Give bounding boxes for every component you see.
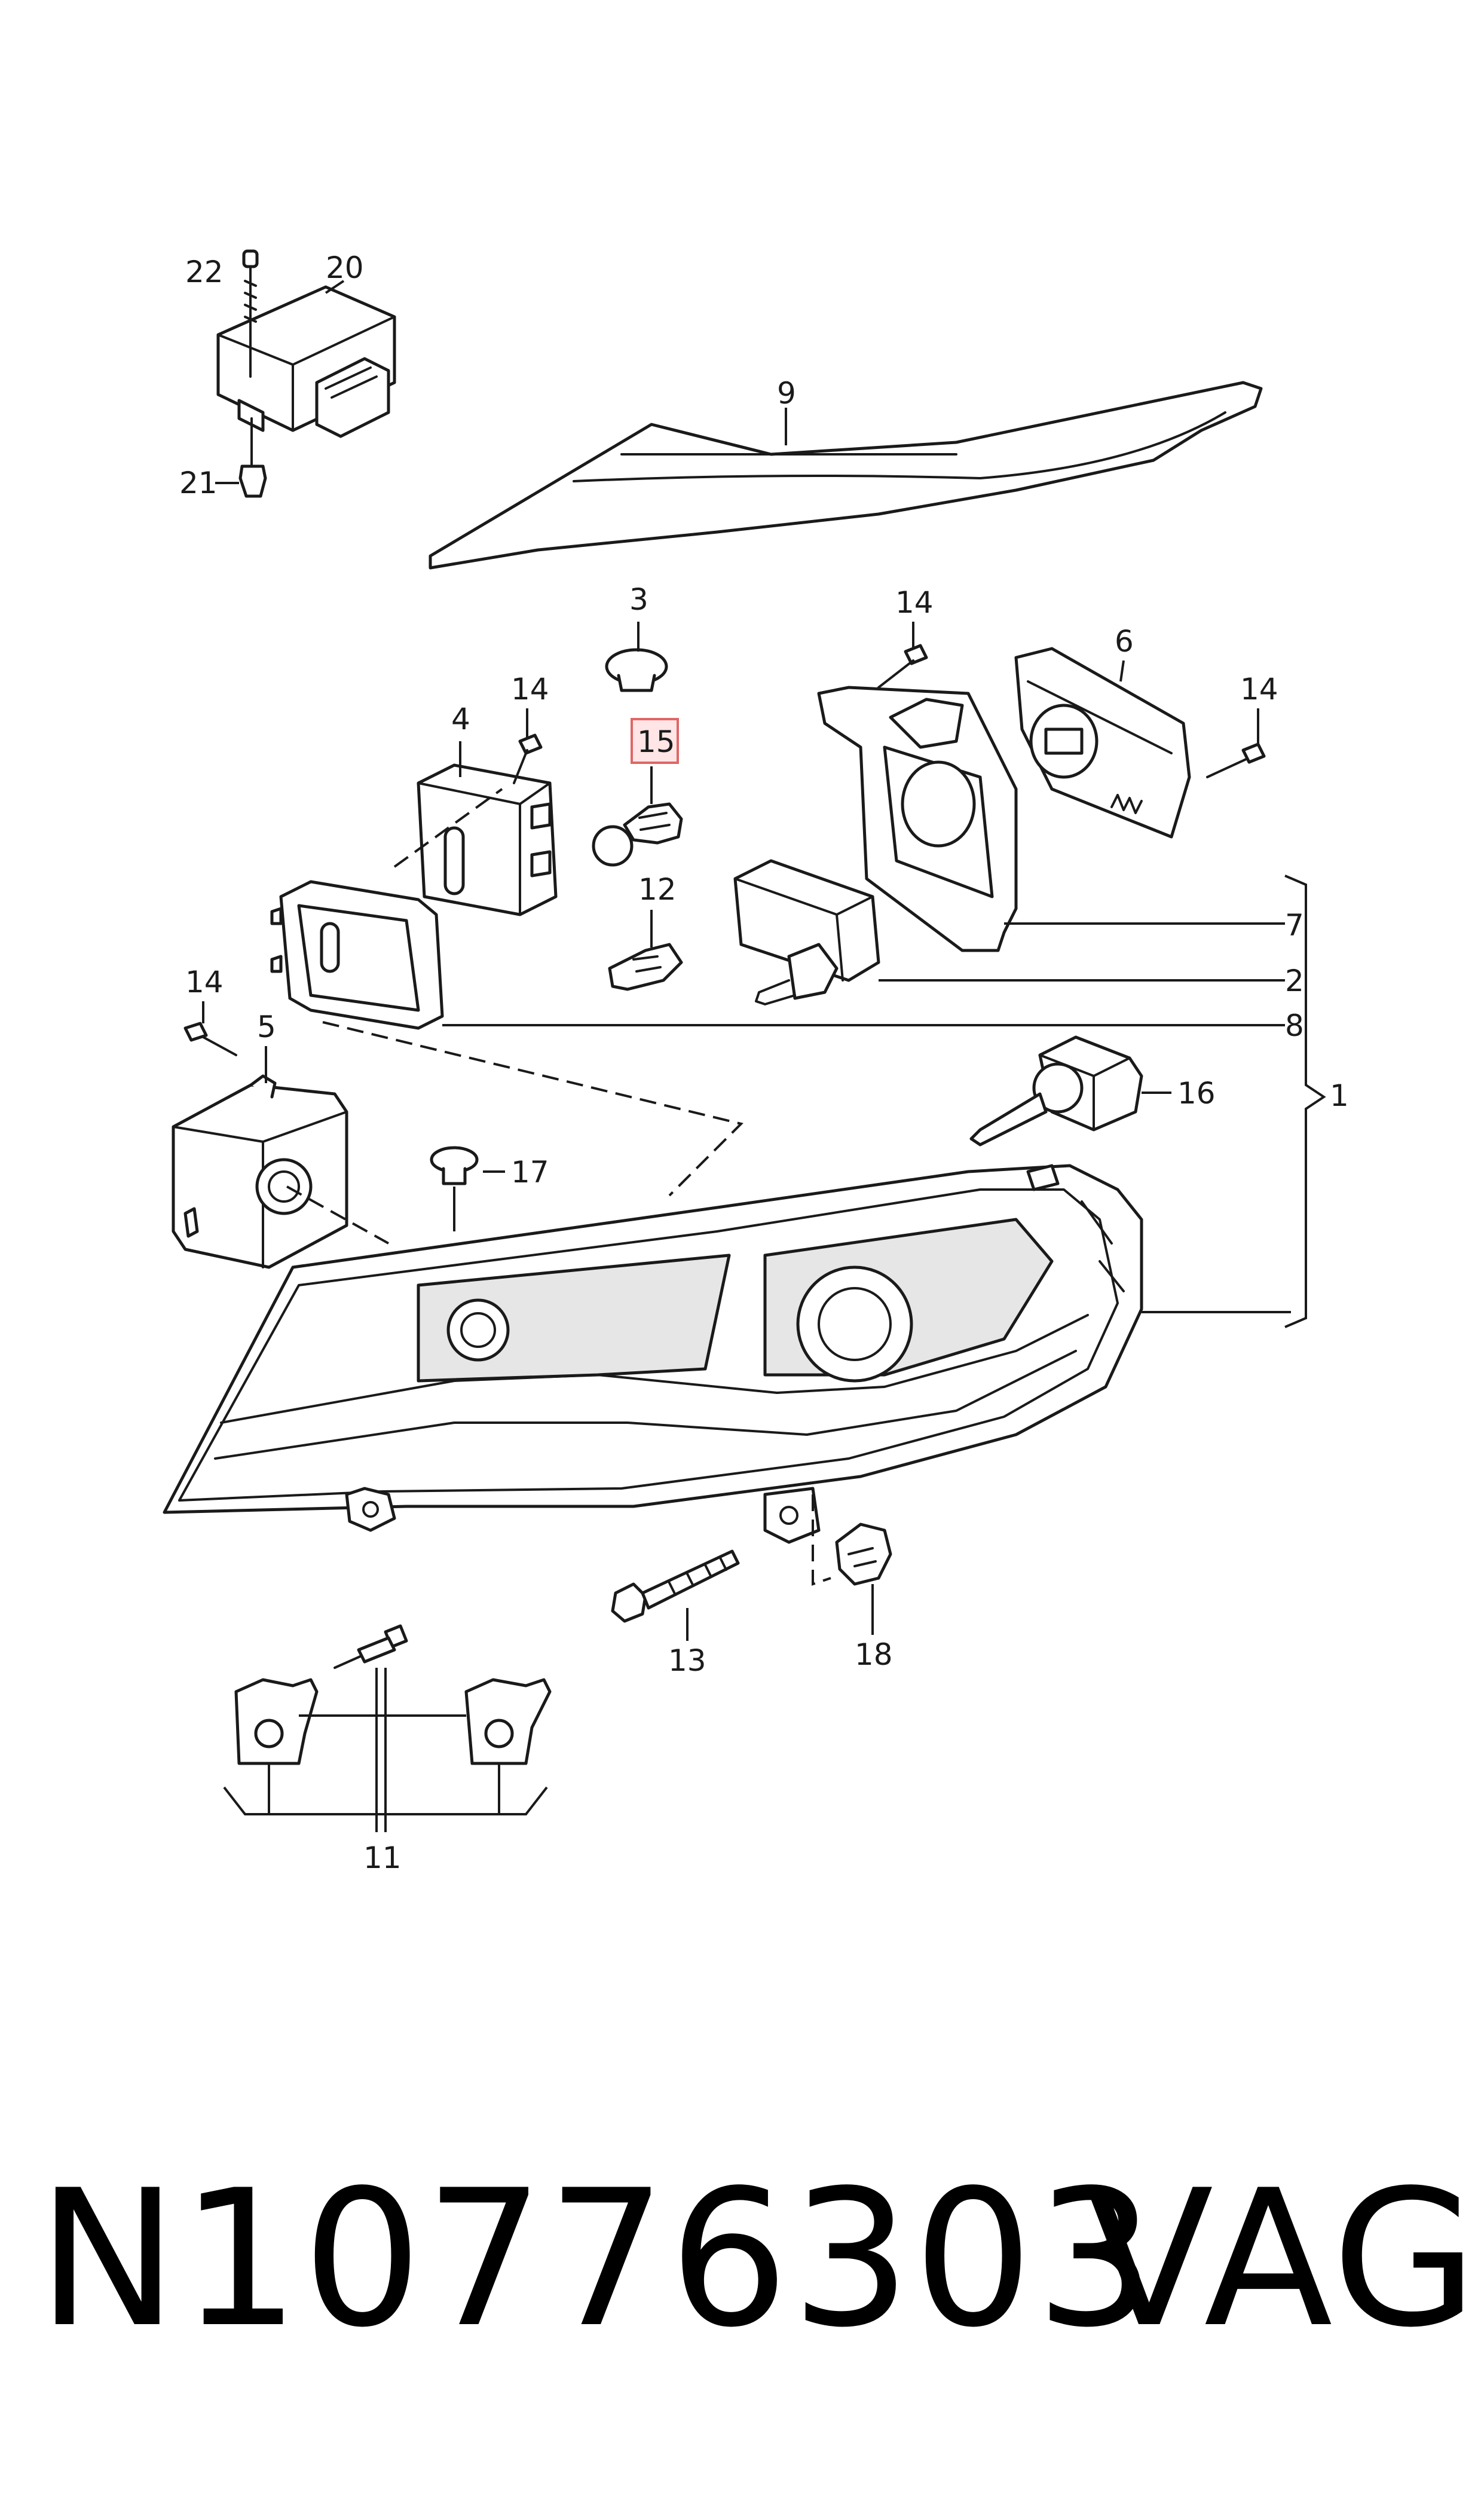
callout-22: 22 xyxy=(185,255,224,289)
callout-14-module: 14 xyxy=(1240,672,1278,707)
ballast-4 xyxy=(417,763,558,916)
callout-3: 3 xyxy=(629,582,648,617)
callout-8: 8 xyxy=(1285,1008,1304,1043)
callout-6: 6 xyxy=(1115,624,1134,659)
callout-13: 13 xyxy=(668,1643,706,1678)
callout-labels: 1 2 3 4 5 6 7 8 9 11 12 13 14 14 14 14 1… xyxy=(179,250,1349,1875)
callout-1: 1 xyxy=(1330,1078,1349,1113)
callout-20: 20 xyxy=(326,250,364,285)
callout-15: 15 xyxy=(637,724,675,759)
trim-strip-9 xyxy=(429,381,1263,570)
igniter-5 xyxy=(172,1074,348,1269)
screw-14-igniter xyxy=(183,1022,237,1056)
callout-14-left: 14 xyxy=(185,965,224,999)
callout-21: 21 xyxy=(179,466,218,500)
footer: N10776303 VAG xyxy=(0,2146,1484,2373)
callout-12: 12 xyxy=(638,872,677,907)
callout-2: 2 xyxy=(1285,964,1304,998)
leveling-motor-2 xyxy=(733,859,880,1005)
screw-14-ballast xyxy=(513,733,543,784)
repair-bracket-11-right xyxy=(464,1678,552,1765)
clip-18 xyxy=(812,1494,892,1586)
screw-14-bracket xyxy=(877,644,928,689)
screw-11 xyxy=(333,1624,408,1669)
brand-label: VAG xyxy=(1085,2150,1480,2369)
screw-14-module xyxy=(1206,742,1266,778)
callout-17: 17 xyxy=(511,1155,549,1190)
assembly-lines xyxy=(286,788,743,1245)
gasket-8 xyxy=(270,880,444,1030)
callout-4: 4 xyxy=(451,702,470,736)
headlight-housing-1 xyxy=(163,1164,1143,1544)
callout-18: 18 xyxy=(855,1637,893,1672)
xenon-bulb-16 xyxy=(969,1035,1143,1147)
clip-21 xyxy=(238,417,267,498)
bulb-15 xyxy=(592,802,683,867)
leader-lines xyxy=(202,276,1326,1832)
cap-3 xyxy=(605,648,668,692)
callout-11: 11 xyxy=(363,1841,402,1875)
callout-7: 7 xyxy=(1285,908,1304,943)
highlight-box-15 xyxy=(631,718,679,764)
callout-5: 5 xyxy=(257,1010,276,1044)
part-number: N10776303 xyxy=(37,2150,1158,2369)
bracket-7 xyxy=(817,686,1018,952)
screw-17 xyxy=(430,1146,479,1185)
callout-14-bracket: 14 xyxy=(895,585,934,620)
bolt-13 xyxy=(611,1549,740,1623)
callout-14-ballast: 14 xyxy=(511,672,549,707)
module-6 xyxy=(1014,647,1191,839)
repair-bracket-11-left xyxy=(234,1678,319,1765)
callout-9: 9 xyxy=(777,376,796,411)
callout-16: 16 xyxy=(1177,1076,1216,1111)
bulb-12 xyxy=(608,943,683,991)
control-unit-20 xyxy=(216,285,396,438)
